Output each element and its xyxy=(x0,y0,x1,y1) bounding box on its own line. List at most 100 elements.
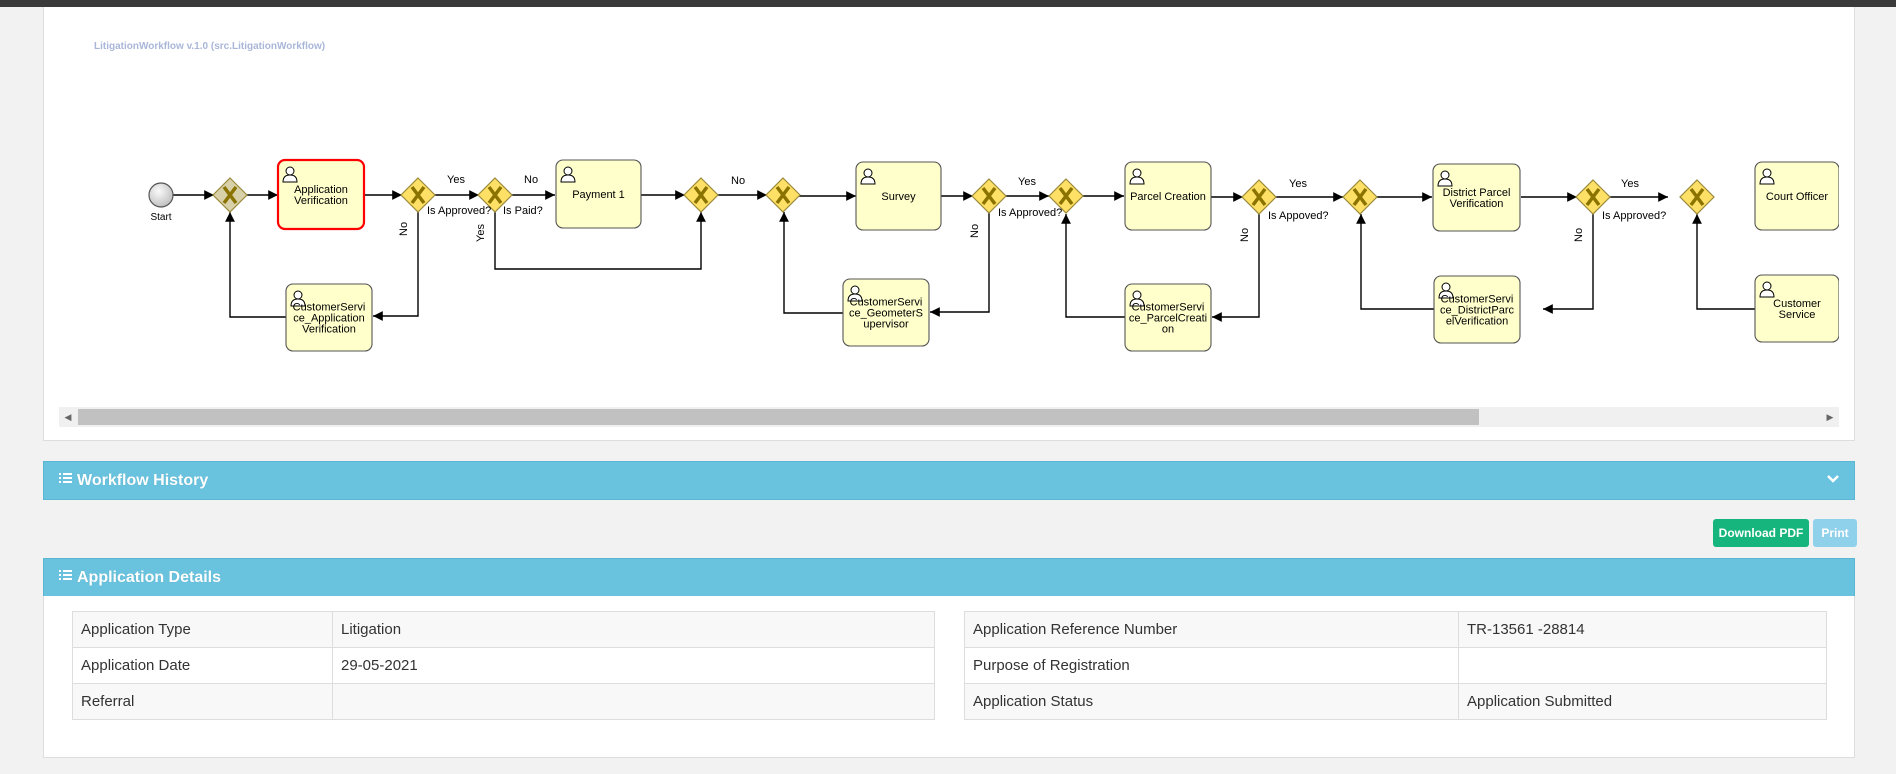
task-label: Application xyxy=(294,184,348,196)
edge-labels: Yes No No Yes Yes Yes Is Approved? Is Pa… xyxy=(398,174,1666,242)
workflow-diagram: Start ApplicationVerificationCustomerSer… xyxy=(148,158,1839,352)
exclusive-gateway-icon xyxy=(400,177,436,213)
task-label: Court Officer xyxy=(1766,191,1828,203)
application-details-title: Application Details xyxy=(77,569,222,586)
detail-value: 29-05-2021 xyxy=(332,647,935,684)
edge-label-no: No xyxy=(969,224,981,238)
task-label: Customer xyxy=(1773,298,1821,310)
scroll-left-arrow-icon[interactable]: ◀ xyxy=(64,412,72,422)
task-customerservice-district-parcel-verification[interactable]: CustomerService_DistrictParcelVerificati… xyxy=(1433,275,1521,344)
task-label: upervisor xyxy=(863,319,909,331)
exclusive-gateway-icon xyxy=(477,177,513,213)
detail-value: TR-13561 -28814 xyxy=(1458,611,1827,648)
task-label: Verification xyxy=(294,195,348,207)
exclusive-gateway-icon xyxy=(1575,179,1611,215)
task-label: Verification xyxy=(1450,198,1504,210)
edge-label-no: No xyxy=(1573,228,1585,242)
application-details-header: Application Details xyxy=(43,558,1855,597)
detail-label: Referral xyxy=(72,683,333,720)
task-label: District Parcel xyxy=(1443,187,1511,199)
list-icon xyxy=(59,473,72,483)
table-row: Purpose of Registration xyxy=(964,647,1827,684)
edge-label-is-approved: Is Approved? xyxy=(1602,210,1666,222)
table-row: Application Reference Number TR-13561 -2… xyxy=(964,611,1827,648)
workflow-caption: LitigationWorkflow v.1.0 (src.Litigation… xyxy=(94,41,326,52)
user-icon xyxy=(282,166,298,183)
task-survey[interactable]: Survey xyxy=(855,161,942,231)
user-icon xyxy=(1759,168,1775,185)
task-court-officer[interactable]: Court Officer xyxy=(1754,161,1839,231)
detail-value xyxy=(1458,647,1827,684)
exclusive-gateway-icon xyxy=(971,178,1007,214)
task-label: CustomerServi xyxy=(293,302,366,314)
edge-label-yes: Yes xyxy=(1621,178,1639,190)
table-row: Application Date 29-05-2021 xyxy=(72,647,935,684)
user-icon xyxy=(1129,168,1145,185)
task-label: CustomerServi xyxy=(1441,294,1514,306)
task-parcel-creation[interactable]: Parcel Creation xyxy=(1124,161,1212,231)
details-table-right: Application Reference Number TR-13561 -2… xyxy=(964,611,1827,720)
task-label: ce_Application xyxy=(293,313,365,325)
edge-label-is-approved: Is Approved? xyxy=(998,207,1062,219)
task-label: Service xyxy=(1779,309,1816,321)
user-icon xyxy=(860,168,876,185)
download-pdf-button[interactable]: Download PDF xyxy=(1713,519,1809,547)
print-button[interactable]: Print xyxy=(1813,519,1857,547)
user-icon xyxy=(847,285,863,302)
workflow-history-title: Workflow History xyxy=(77,472,209,489)
detail-label: Purpose of Registration xyxy=(964,647,1459,684)
edge-label-yes: Yes xyxy=(447,174,465,186)
exclusive-gateway-icon xyxy=(1241,179,1277,215)
task-label: elVerification xyxy=(1446,316,1508,328)
chevron-down-icon[interactable] xyxy=(1826,473,1840,485)
task-payment-1[interactable]: Payment 1 xyxy=(555,159,642,229)
table-row: Application Type Litigation xyxy=(72,611,935,648)
task-label: on xyxy=(1162,324,1174,336)
user-icon xyxy=(290,290,306,307)
edge-label-yes: Yes xyxy=(1289,178,1307,190)
flow-edges xyxy=(173,190,1839,322)
detail-label: Application Status xyxy=(964,683,1459,720)
list-icon xyxy=(59,570,72,580)
edge-label-yes: Yes xyxy=(475,224,487,242)
user-icon xyxy=(1129,290,1145,307)
scrollbar-thumb[interactable] xyxy=(78,409,1479,425)
user-icon xyxy=(560,166,576,183)
task-label: ce_DistrictParc xyxy=(1440,305,1514,317)
task-label: ce_GeometerS xyxy=(849,308,923,320)
detail-label: Application Reference Number xyxy=(964,611,1459,648)
edge-label-is-approved: Is Approved? xyxy=(427,205,491,217)
edge-label-no: No xyxy=(1239,228,1251,242)
details-table-left: Application Type Litigation Application … xyxy=(72,611,935,720)
table-row: Referral xyxy=(72,683,935,720)
detail-value: Application Submitted xyxy=(1458,683,1827,720)
top-bar xyxy=(0,0,1896,7)
task-label: ce_ParcelCreati xyxy=(1129,313,1207,325)
gateways xyxy=(212,177,1715,215)
edge-label-is-paid: Is Paid? xyxy=(503,205,543,217)
edge-label-yes: Yes xyxy=(1018,176,1036,188)
exclusive-gateway-icon xyxy=(212,177,248,213)
user-icon xyxy=(1759,281,1775,298)
edge-label-no: No xyxy=(398,222,410,236)
task-label: CustomerServi xyxy=(850,297,923,309)
detail-value: Litigation xyxy=(332,611,935,648)
edge-label-is-appoved: Is Appoved? xyxy=(1268,210,1329,222)
detail-label: Application Type xyxy=(72,611,333,648)
scroll-right-arrow-icon[interactable]: ▶ xyxy=(1826,412,1834,422)
task-label: Verification xyxy=(302,324,356,336)
user-icon xyxy=(1438,282,1454,299)
diagram-horizontal-scrollbar[interactable]: ◀ ▶ xyxy=(59,407,1839,427)
edge-label-no: No xyxy=(731,175,745,187)
edge-label-no: No xyxy=(524,174,538,186)
start-label: Start xyxy=(150,212,171,223)
workflow-history-header[interactable]: Workflow History xyxy=(43,461,1855,500)
exclusive-gateway-icon xyxy=(1342,179,1378,215)
exclusive-gateway-icon xyxy=(765,177,801,213)
